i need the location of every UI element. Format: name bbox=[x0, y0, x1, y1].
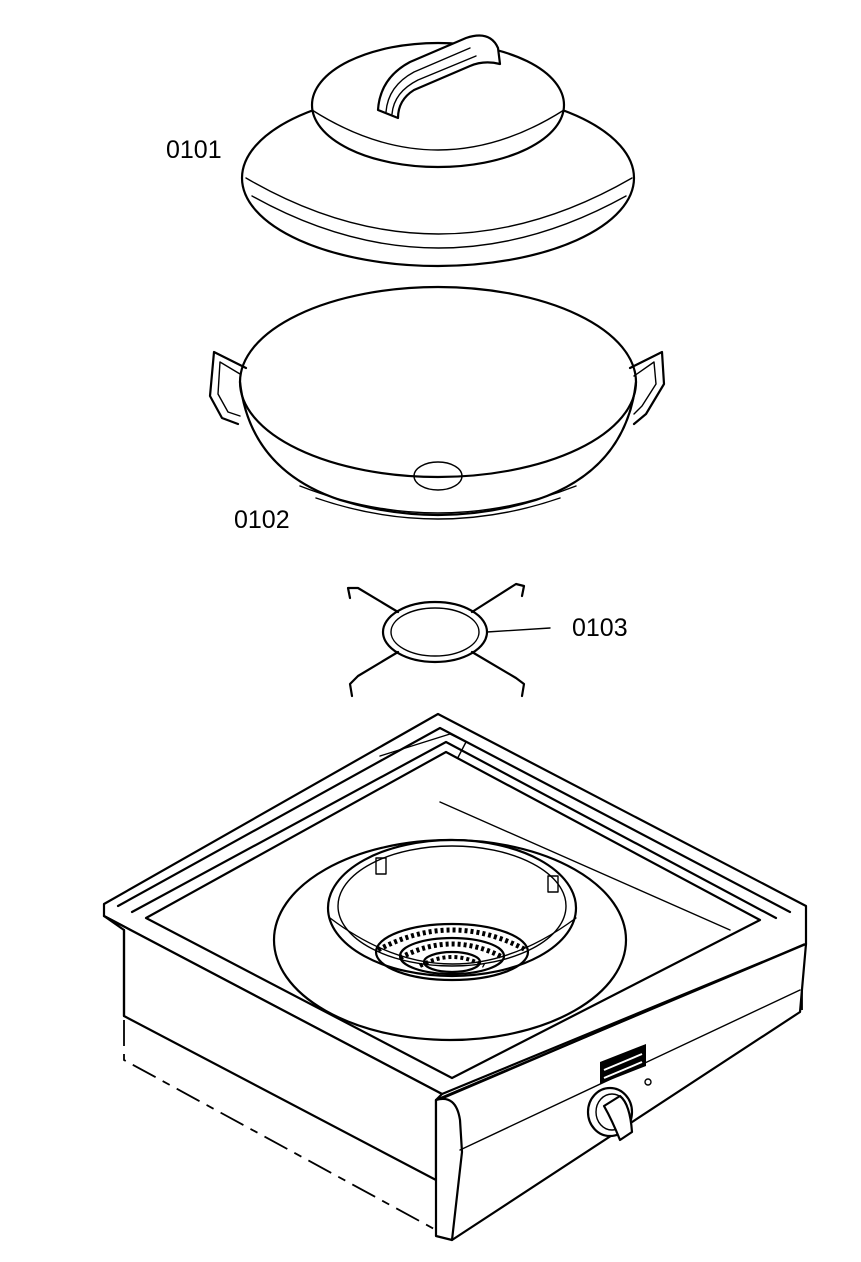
wok-handle-left bbox=[208, 350, 248, 426]
wok-lid bbox=[240, 34, 636, 268]
burner-head bbox=[374, 922, 530, 982]
wok-range-unit bbox=[102, 712, 808, 1242]
wok-pan bbox=[208, 285, 666, 520]
control-knob bbox=[586, 1086, 634, 1142]
control-vent bbox=[600, 1044, 646, 1084]
label-0101: 0101 bbox=[166, 136, 222, 164]
label-0102: 0102 bbox=[234, 506, 290, 534]
wok-handle-right bbox=[628, 350, 666, 426]
lid-handle bbox=[376, 34, 502, 120]
label-0103: 0103 bbox=[572, 614, 628, 642]
wok-ring-stand bbox=[346, 582, 551, 698]
